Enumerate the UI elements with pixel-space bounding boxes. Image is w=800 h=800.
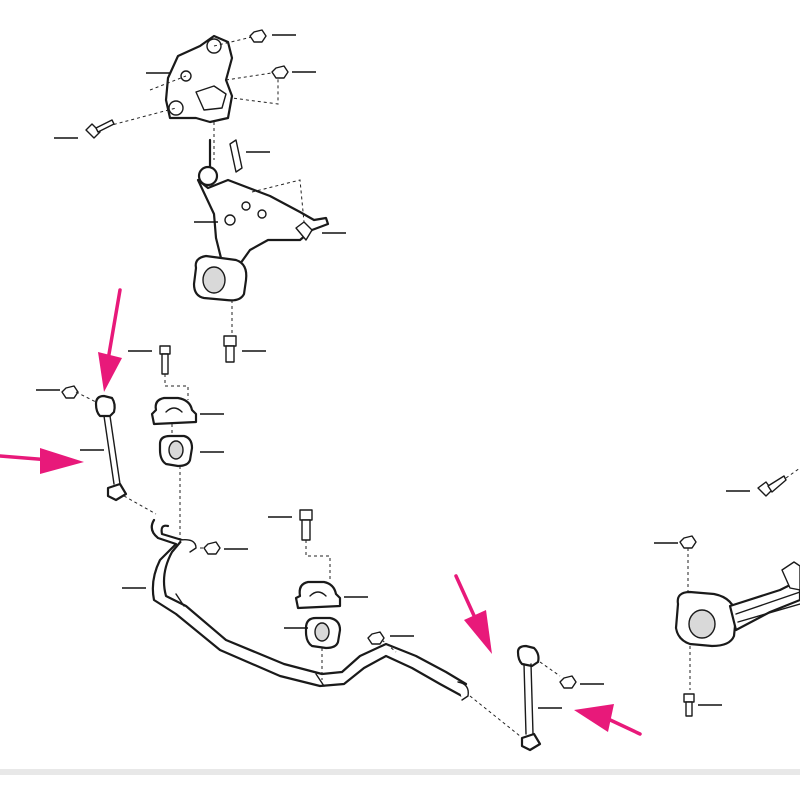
stabilizer-clamp-center <box>294 509 342 610</box>
nut-mid-right <box>271 65 289 79</box>
nut-link-right <box>559 675 577 689</box>
nut-top-right <box>249 29 267 43</box>
drop-link-left <box>61 385 157 515</box>
pink-arrow-down-right-icon <box>454 574 492 654</box>
drop-link-right <box>469 644 561 752</box>
subframe-bracket <box>107 34 279 160</box>
callout-leaders <box>36 34 750 709</box>
lower-control-arm <box>192 138 330 338</box>
stabilizer-clamp-left <box>150 345 198 434</box>
stabilizer-bush-center <box>304 616 342 680</box>
pink-arrow-down-icon <box>98 288 122 392</box>
right-control-arm <box>674 467 800 717</box>
pink-arrow-right-icon <box>0 448 84 474</box>
bolt-arm-top <box>229 139 243 173</box>
bolt-upper-left <box>85 119 115 139</box>
pink-arrow-left-icon <box>574 704 642 736</box>
bolt-arm-bottom <box>223 335 237 363</box>
nut-bar-right <box>367 631 397 653</box>
nut-bar-left <box>203 541 221 555</box>
stabilizer-bush-left <box>158 434 194 540</box>
stabilizer-bar <box>150 518 469 701</box>
